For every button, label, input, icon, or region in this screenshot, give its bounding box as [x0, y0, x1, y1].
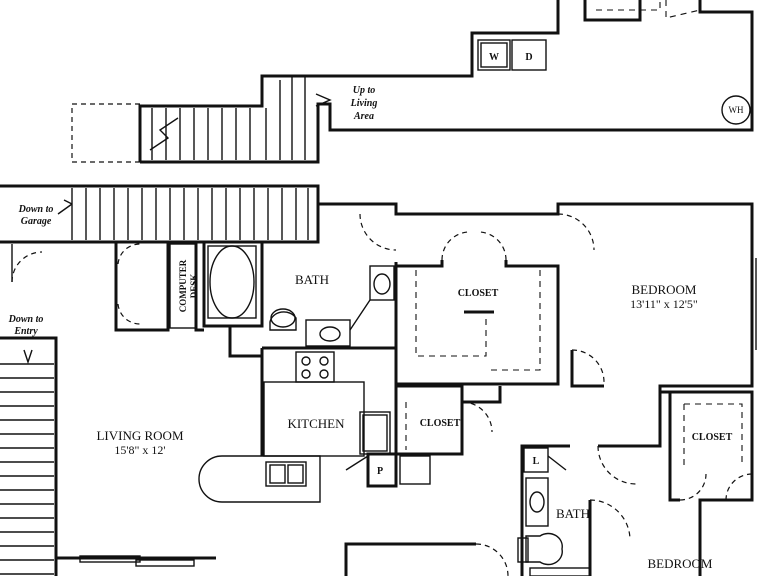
dryer-box	[511, 39, 547, 71]
bedroom-door-swing-1	[557, 213, 595, 251]
living-room-dims: 15'8" x 12'	[114, 443, 165, 457]
main-top-wall	[318, 202, 754, 392]
bedroom-1-dims: 13'11" x 12'5"	[630, 297, 698, 311]
upper-dashed-stair	[596, 0, 661, 11]
bath-lower-door-swing	[597, 445, 637, 485]
bedroom-1-label: BEDROOM	[631, 282, 696, 297]
main-level: Down to Garage Down to Entry	[0, 184, 757, 576]
bath-upper-label: BATH	[295, 272, 329, 287]
living-room-label: LIVING ROOM	[96, 428, 183, 443]
computer-desk-label-2: DESK	[189, 274, 199, 299]
washer-box	[477, 39, 511, 71]
up-note-line1: Up to	[353, 85, 376, 96]
lower-sink-icon	[529, 491, 545, 513]
upper-level: W D WH Up to Living Area	[71, 0, 754, 164]
kitchen-label: KITCHEN	[287, 416, 345, 431]
closet-2-label: CLOSET	[420, 418, 461, 429]
up-note-line3: Area	[353, 111, 374, 122]
balcony-outline	[71, 103, 140, 163]
closet-1-door-swing-right	[479, 231, 507, 261]
sink-2-counter	[369, 265, 395, 301]
bath-lower-label: BATH	[556, 506, 590, 521]
pantry-walls	[366, 384, 398, 488]
computer-desk	[169, 243, 197, 329]
washer-label: W	[489, 52, 499, 63]
closet-door-swing-2	[117, 303, 141, 325]
closet-2-door-swing	[461, 401, 493, 433]
entry-stair-walls	[0, 336, 58, 576]
computer-desk-walls	[114, 242, 170, 332]
sink-icon	[319, 326, 341, 342]
lower-tub-edge	[529, 567, 591, 576]
dryer-label: D	[525, 52, 532, 63]
bath-upper-walls	[202, 204, 320, 328]
sink-2-icon	[373, 273, 391, 295]
upper-level-walls	[138, 0, 560, 162]
bathtub-icon	[209, 245, 255, 319]
bedroom-2-label: BEDROOM	[647, 556, 712, 571]
water-heater-label: WH	[729, 105, 744, 115]
closet-3-door-left	[679, 473, 707, 501]
up-note-line2: Living	[350, 98, 378, 109]
entry-note-line1: Down to	[8, 314, 44, 325]
pantry-label: P	[377, 466, 383, 477]
entry-note-line2: Entry	[13, 326, 38, 337]
upper-level-east-wall-2	[140, 0, 754, 164]
closet-1-shelf	[415, 270, 487, 357]
closet-door-swing-1	[117, 243, 141, 265]
closet-1-walls	[394, 260, 444, 384]
linen-label: L	[533, 456, 540, 467]
garage-note-line1: Down to	[18, 204, 54, 215]
sliding-door-panel-1	[79, 555, 141, 563]
bedroom1-south-wall	[570, 350, 604, 388]
bedroom-2-door-swing	[589, 499, 631, 541]
stove-icon	[295, 351, 335, 383]
water-heater-icon	[721, 95, 751, 125]
hall-door-swing-1	[359, 213, 397, 251]
lower-toilet-icon	[525, 532, 563, 566]
pantry-shelf	[399, 455, 431, 485]
washer-inner	[480, 42, 508, 68]
sink-counter	[305, 319, 351, 347]
bedroom-door-swing-2	[571, 349, 605, 383]
garage-stairs	[57, 188, 309, 240]
bath-lower-walls	[520, 444, 570, 576]
garage-note-line2: Garage	[21, 216, 52, 227]
linen-closet	[523, 447, 549, 473]
computer-desk-label-1: COMPUTER	[178, 259, 188, 312]
kitchen-sink-icon	[265, 461, 307, 487]
closet-1-door-swing-left	[441, 231, 469, 261]
entry-stairs	[0, 349, 54, 575]
closet-3-label: CLOSET	[692, 432, 733, 443]
closet-1-label: CLOSET	[458, 288, 499, 299]
lower-sink-counter	[525, 477, 549, 527]
garage-door-swing	[11, 251, 43, 283]
closet-3-door-right	[725, 473, 753, 501]
upper-stairs	[149, 76, 332, 160]
kitchen-peninsula	[198, 455, 321, 503]
lower-hall-door-swing	[475, 543, 509, 576]
closet-2-walls	[396, 384, 464, 456]
sliding-door-panel-2	[135, 559, 195, 567]
